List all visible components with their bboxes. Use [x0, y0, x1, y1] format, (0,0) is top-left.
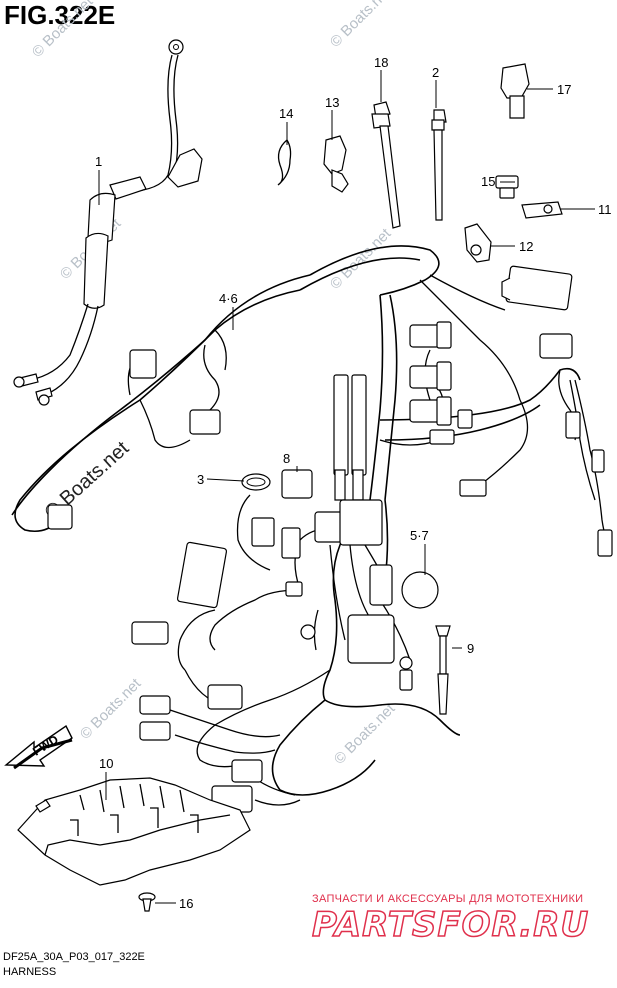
harness-plate-part — [17, 777, 251, 886]
clips-and-bolts — [277, 63, 563, 263]
callout-18: 18 — [374, 55, 388, 70]
screw-part — [138, 892, 156, 912]
leader-lines — [98, 70, 595, 904]
main-harness-part — [11, 245, 611, 806]
watermark: © Boats.net — [29, 0, 97, 61]
ad-tagline: ЗАПЧАСТИ И АКСЕССУАРЫ ДЛЯ МОТОТЕХНИКИ — [312, 893, 584, 905]
figure-code: DF25A_30A_P03_017_322E — [3, 951, 145, 963]
fwd-arrow: FWD — [4, 724, 73, 770]
callout-1: 1 — [95, 154, 102, 169]
watermark: © Boats.net — [331, 700, 399, 768]
figure-title: FIG.322E — [4, 0, 116, 30]
figure-name: HARNESS — [3, 966, 57, 978]
callout-numbers: 1 2 3 4·6 5·7 8 9 10 11 12 13 14 15 16 1… — [95, 55, 612, 911]
callout-15: 15 — [481, 174, 495, 189]
callout-10: 10 — [99, 756, 113, 771]
callout-16: 16 — [179, 896, 193, 911]
callout-17: 17 — [557, 82, 571, 97]
watermark: © Boats.net — [327, 0, 395, 51]
callout-9: 9 — [467, 641, 474, 656]
ad-logo[interactable]: PARTSFOR.RU — [311, 904, 590, 946]
callout-11: 11 — [598, 202, 612, 217]
callout-13: 13 — [325, 95, 339, 110]
watermark: © Boats.net — [77, 675, 145, 743]
battery-cable-part — [13, 39, 203, 406]
callout-4-6: 4·6 — [219, 291, 238, 306]
cable-tie-parts — [371, 101, 447, 229]
callout-12: 12 — [519, 239, 533, 254]
callout-8: 8 — [283, 451, 290, 466]
small-parts — [241, 469, 451, 715]
callout-3: 3 — [197, 472, 204, 487]
callout-14: 14 — [279, 106, 293, 121]
callout-5-7: 5·7 — [410, 528, 429, 543]
callout-2: 2 — [432, 65, 439, 80]
harness-connectors — [47, 265, 613, 813]
